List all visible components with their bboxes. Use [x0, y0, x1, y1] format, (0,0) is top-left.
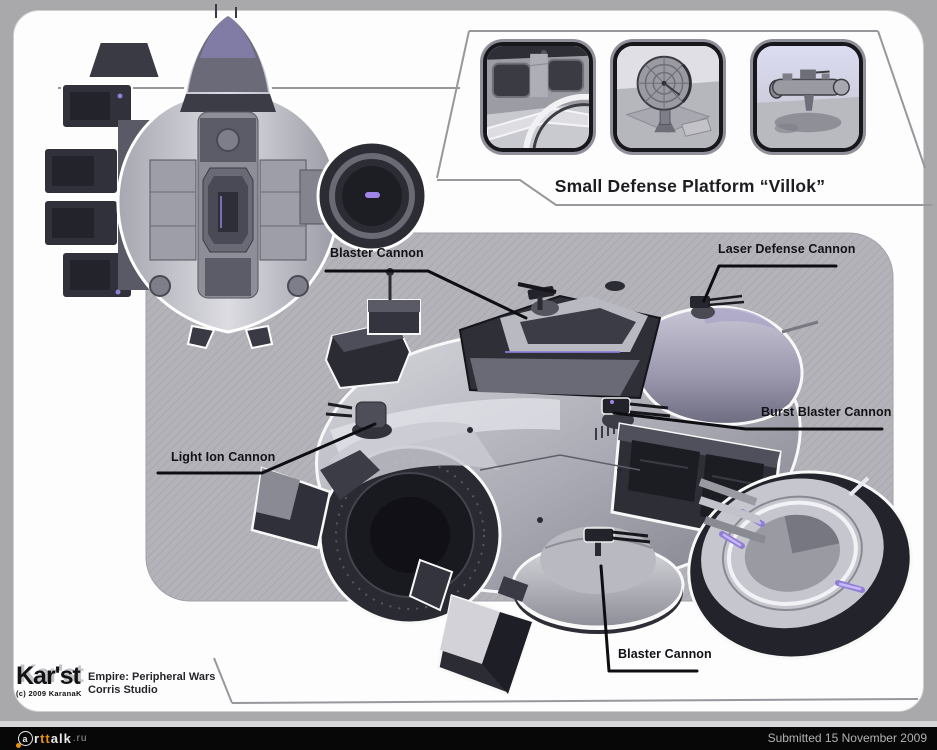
footer-bar	[0, 727, 937, 750]
thumbnail-platform-overview	[753, 42, 863, 152]
callout-blaster-cannon-bottom: Blaster Cannon	[618, 647, 712, 661]
submitted-date: Submitted 15 November 2009	[767, 731, 927, 745]
callout-blaster-cannon-top: Blaster Cannon	[330, 246, 424, 260]
platform-overview-icon	[757, 46, 859, 148]
site-logo-alk: alk	[50, 731, 72, 746]
project-name: Empire: Peripheral Wars	[88, 671, 216, 683]
callout-burst-blaster-cannon: Burst Blaster Cannon	[761, 405, 892, 419]
artist-copyright: (c) 2009 KaranaK	[16, 689, 82, 698]
footer-edge-strip	[0, 721, 937, 727]
callout-light-ion-cannon: Light Ion Cannon	[171, 450, 276, 464]
artist-logo-text: Kar'st	[16, 662, 81, 690]
studio-name: Corris Studio	[88, 684, 158, 696]
artist-logo: Kar'st (c) 2009 KaranaK	[16, 662, 166, 699]
site-logo-tt: tt	[40, 731, 51, 746]
thumbnail-hull-detail	[483, 42, 593, 152]
callout-laser-defense-cannon: Laser Defense Cannon	[718, 242, 856, 256]
hull-detail-icon	[487, 46, 589, 148]
site-logo-r: r	[34, 731, 41, 746]
site-logo-a-icon: a	[16, 731, 33, 748]
thumbnail-radar-detail	[613, 42, 723, 152]
site-logo-ru: .ru	[72, 733, 88, 744]
radar-dish-icon	[617, 46, 719, 148]
project-credits: Empire: Peripheral Wars Corris Studio	[88, 671, 215, 697]
page-title: Small Defense Platform “Villok”	[554, 176, 826, 196]
